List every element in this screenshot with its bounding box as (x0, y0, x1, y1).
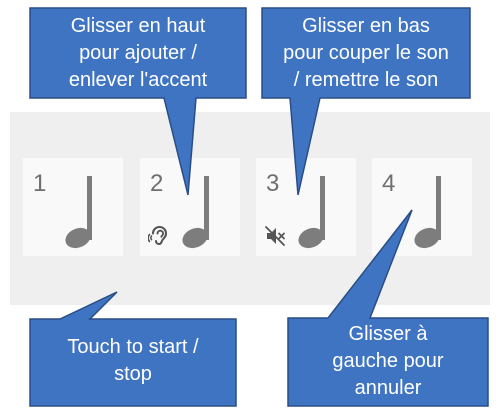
callout-start-shape (29, 291, 237, 407)
callout-line: Glisser en bas (302, 15, 430, 37)
callout-line: stop (114, 363, 152, 385)
beat-number: 2 (150, 170, 164, 197)
beat-number: 4 (382, 170, 396, 197)
callout-line: Glisser à (348, 323, 428, 345)
quarter-note-icon (414, 176, 441, 249)
beat-number: 3 (266, 170, 280, 197)
callout-line: Glisser en haut (70, 15, 206, 37)
beat-card-3[interactable]: 3 (256, 158, 356, 256)
callout-line: Touch to start / (67, 336, 199, 358)
beat-card-2[interactable]: 2 (140, 158, 240, 256)
callout-line: annuler (354, 377, 422, 399)
quarter-note-icon (298, 176, 325, 249)
callout-mute-shape (261, 7, 471, 196)
callout-accent: Glisser en haut pour ajouter / enlever l… (30, 13, 246, 94)
beat-card-1[interactable]: 1 (23, 158, 123, 256)
quarter-note-icon (65, 176, 92, 249)
callout-line: pour couper le son (283, 42, 449, 64)
callout-line: enlever l'accent (68, 69, 208, 91)
callout-line: gauche pour (332, 350, 444, 372)
callout-cancel: Glisser à gauche pour annuler (288, 321, 488, 402)
quarter-note-icon (182, 176, 209, 249)
callout-line: / remettre le son (293, 69, 439, 91)
callout-line: pour ajouter / (79, 42, 197, 64)
callout-mute: Glisser en bas pour couper le son / reme… (262, 13, 470, 94)
callout-start: Touch to start / stop (30, 334, 236, 388)
ear-icon (148, 225, 168, 246)
callout-accent-shape (29, 7, 247, 196)
volume-off-icon (265, 226, 285, 246)
callout-cancel-shape (287, 209, 489, 407)
beat-number: 1 (33, 170, 47, 197)
